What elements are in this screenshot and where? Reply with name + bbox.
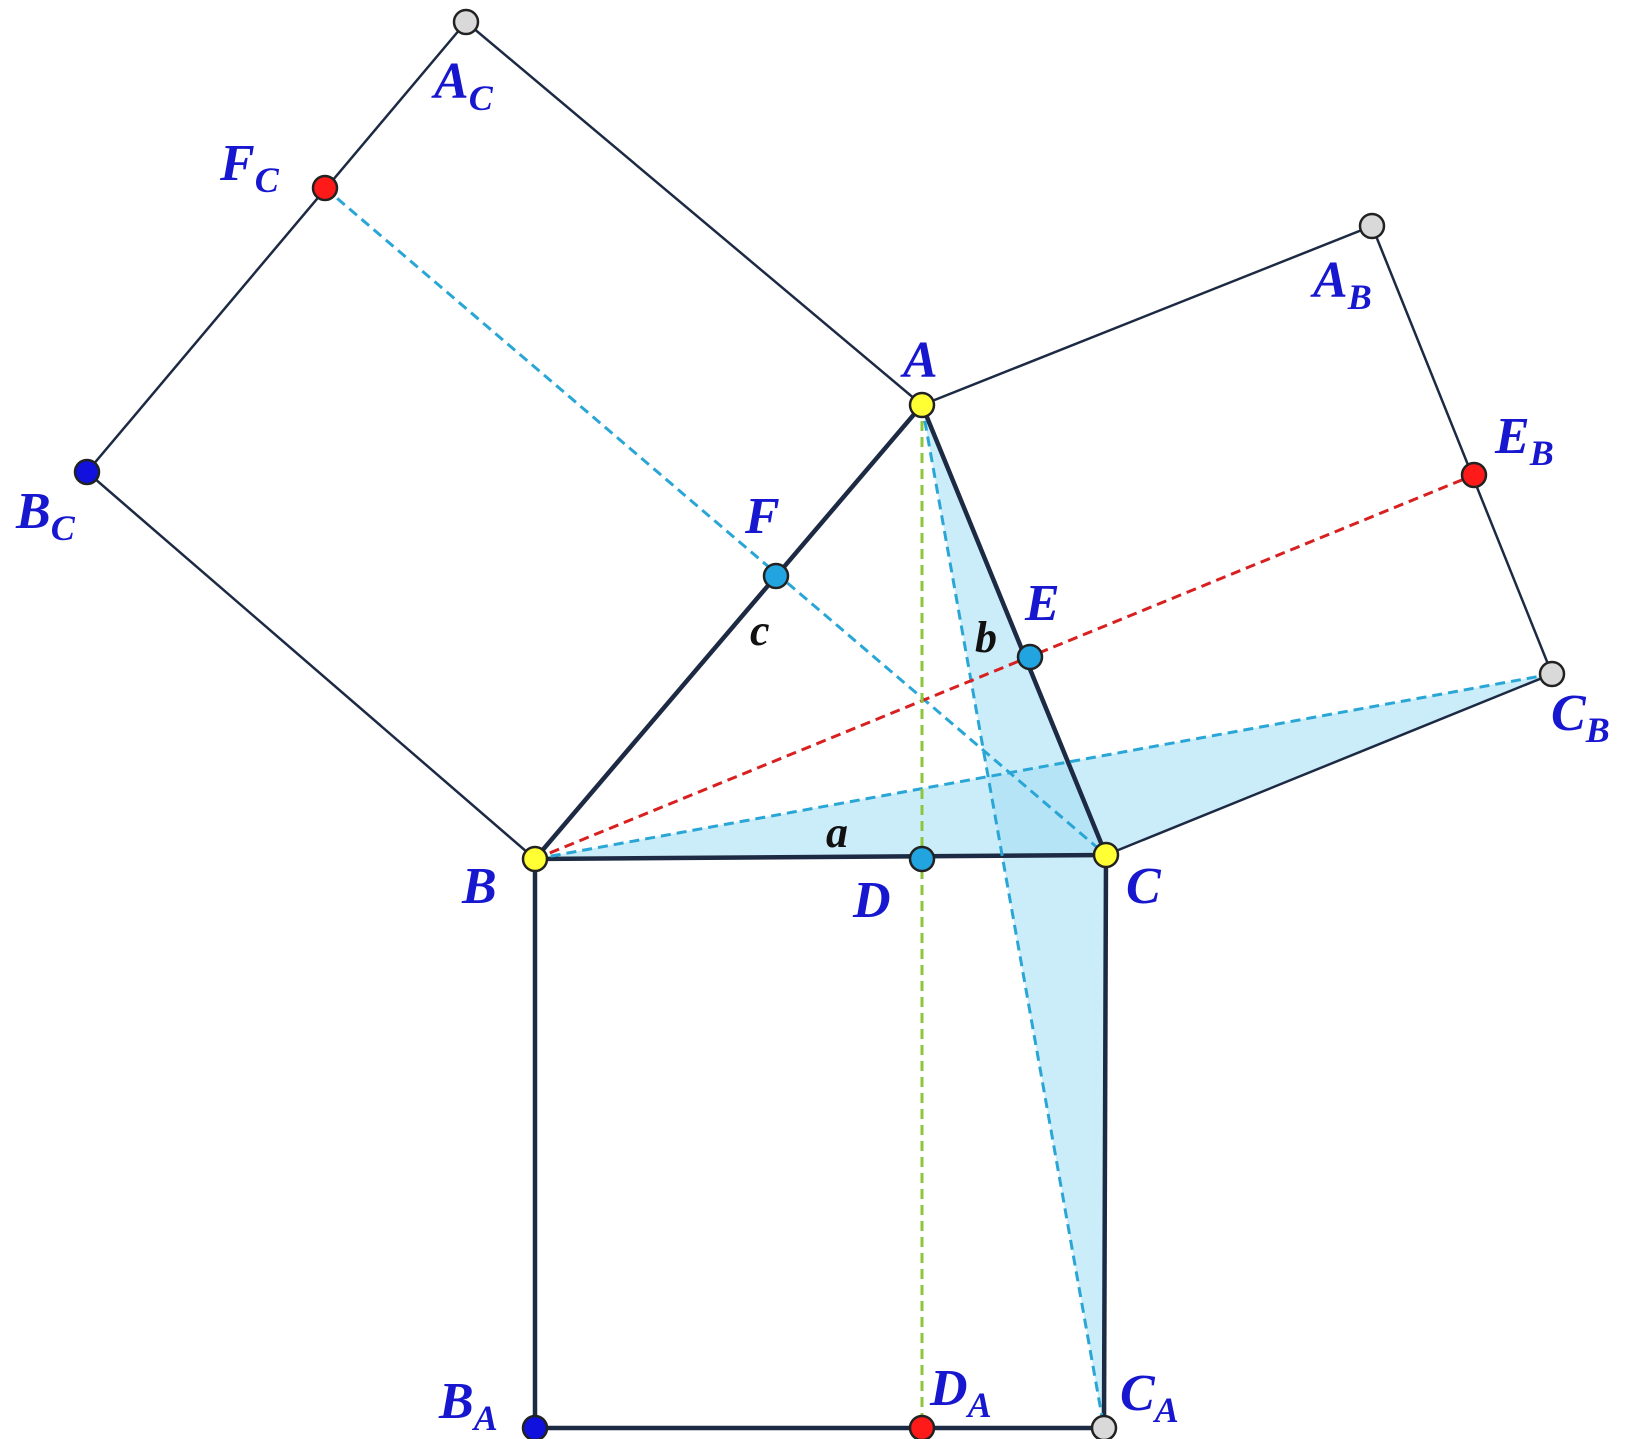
- point-ba: [521, 1414, 549, 1439]
- label-da: DA: [929, 1360, 992, 1425]
- label-cb-name: C: [1551, 685, 1587, 742]
- point-c: [1092, 841, 1120, 869]
- point-b: [521, 845, 549, 873]
- label-ac-name: A: [431, 53, 469, 110]
- label-d: D: [852, 872, 891, 929]
- label-cb-sub: B: [1585, 710, 1610, 750]
- label-da-name: D: [929, 1360, 968, 1417]
- square-on-a: [532, 854, 1109, 1431]
- label-eb-name: E: [1494, 408, 1530, 465]
- label-ba: BA: [438, 1373, 498, 1438]
- label-ca-name: C: [1120, 1365, 1156, 1422]
- point-f: [762, 562, 790, 590]
- label-b: B: [461, 858, 497, 915]
- side-label-a: a: [826, 808, 848, 857]
- side-label-b: b: [975, 613, 997, 662]
- label-ac-sub: C: [469, 78, 494, 118]
- label-eb: EB: [1494, 408, 1554, 473]
- point-ca: [1090, 1414, 1118, 1439]
- point-a: [908, 391, 936, 419]
- label-ac: AC: [431, 53, 494, 118]
- point-ac: [452, 8, 480, 36]
- side-label-c: c: [750, 606, 770, 655]
- label-f: F: [744, 488, 780, 545]
- label-bc-name: B: [15, 483, 51, 540]
- point-da: [908, 1414, 936, 1439]
- point-d: [908, 845, 936, 873]
- label-eb-sub: B: [1529, 433, 1554, 473]
- label-e: E: [1024, 575, 1060, 632]
- point-bc: [73, 458, 101, 486]
- label-bc: BC: [15, 483, 76, 548]
- point-ab: [1358, 212, 1386, 240]
- dash-a-ca: [920, 404, 1106, 1429]
- dash-b-cb: [534, 672, 1553, 861]
- label-a: A: [900, 332, 938, 389]
- label-bc-sub: C: [51, 508, 76, 548]
- label-ba-sub: A: [472, 1398, 498, 1438]
- point-e: [1016, 643, 1044, 671]
- triangle-abc: [530, 400, 1110, 862]
- label-da-sub: A: [966, 1385, 992, 1425]
- dash-fc-c: [324, 186, 1107, 857]
- point-cb: [1538, 660, 1566, 688]
- point-eb: [1460, 461, 1488, 489]
- label-fc: FC: [219, 135, 280, 200]
- label-ab-sub: B: [1347, 277, 1372, 317]
- label-ca-sub: A: [1153, 1390, 1179, 1430]
- label-fc-sub: C: [255, 160, 280, 200]
- point-fc: [311, 174, 339, 202]
- dash-b-eb: [534, 473, 1475, 861]
- label-ba-name: B: [438, 1373, 474, 1430]
- label-ab-name: A: [1310, 252, 1348, 309]
- label-cb: CB: [1551, 685, 1610, 750]
- label-fc-name: F: [219, 135, 255, 192]
- label-ab: AB: [1310, 252, 1372, 317]
- label-c: C: [1126, 858, 1162, 915]
- square-on-c: [85, 20, 924, 861]
- label-ca: CA: [1120, 1365, 1179, 1430]
